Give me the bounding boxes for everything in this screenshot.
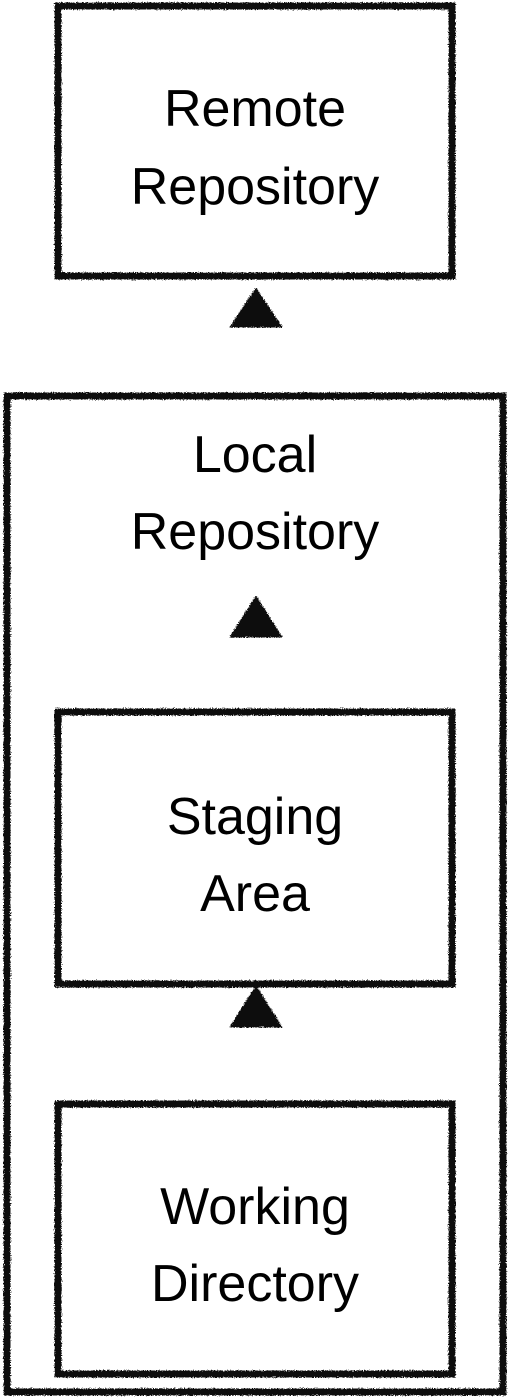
working-directory-label-line1: Working [160, 1178, 350, 1236]
staging-area-node: Staging Area [54, 708, 456, 988]
staging-area-box [54, 708, 456, 988]
working-directory-box [54, 1100, 456, 1378]
remote-repository-label-line2: Repository [131, 158, 380, 216]
arrow-head-icon [229, 287, 283, 328]
remote-repository-node: Remote Repository [54, 2, 456, 280]
local-repository-box [3, 392, 507, 1396]
remote-repository-label-line1: Remote [164, 80, 346, 138]
staging-area-label-line2: Area [200, 865, 310, 923]
remote-repository-box [54, 2, 456, 280]
working-directory-label-line2: Directory [151, 1255, 359, 1313]
arrow-working-to-staging [229, 985, 283, 1104]
local-repository-node: Local Repository [3, 392, 507, 1396]
staging-area-label-line1: Staging [167, 788, 343, 846]
arrow-local-to-remote [229, 287, 283, 396]
arrow-staging-to-local [229, 595, 283, 712]
arrow-head-icon [229, 595, 283, 638]
working-directory-node: Working Directory [54, 1100, 456, 1378]
arrow-head-icon [229, 985, 283, 1028]
local-repository-label-line2: Repository [131, 503, 380, 561]
local-repository-label-line1: Local [193, 426, 317, 484]
